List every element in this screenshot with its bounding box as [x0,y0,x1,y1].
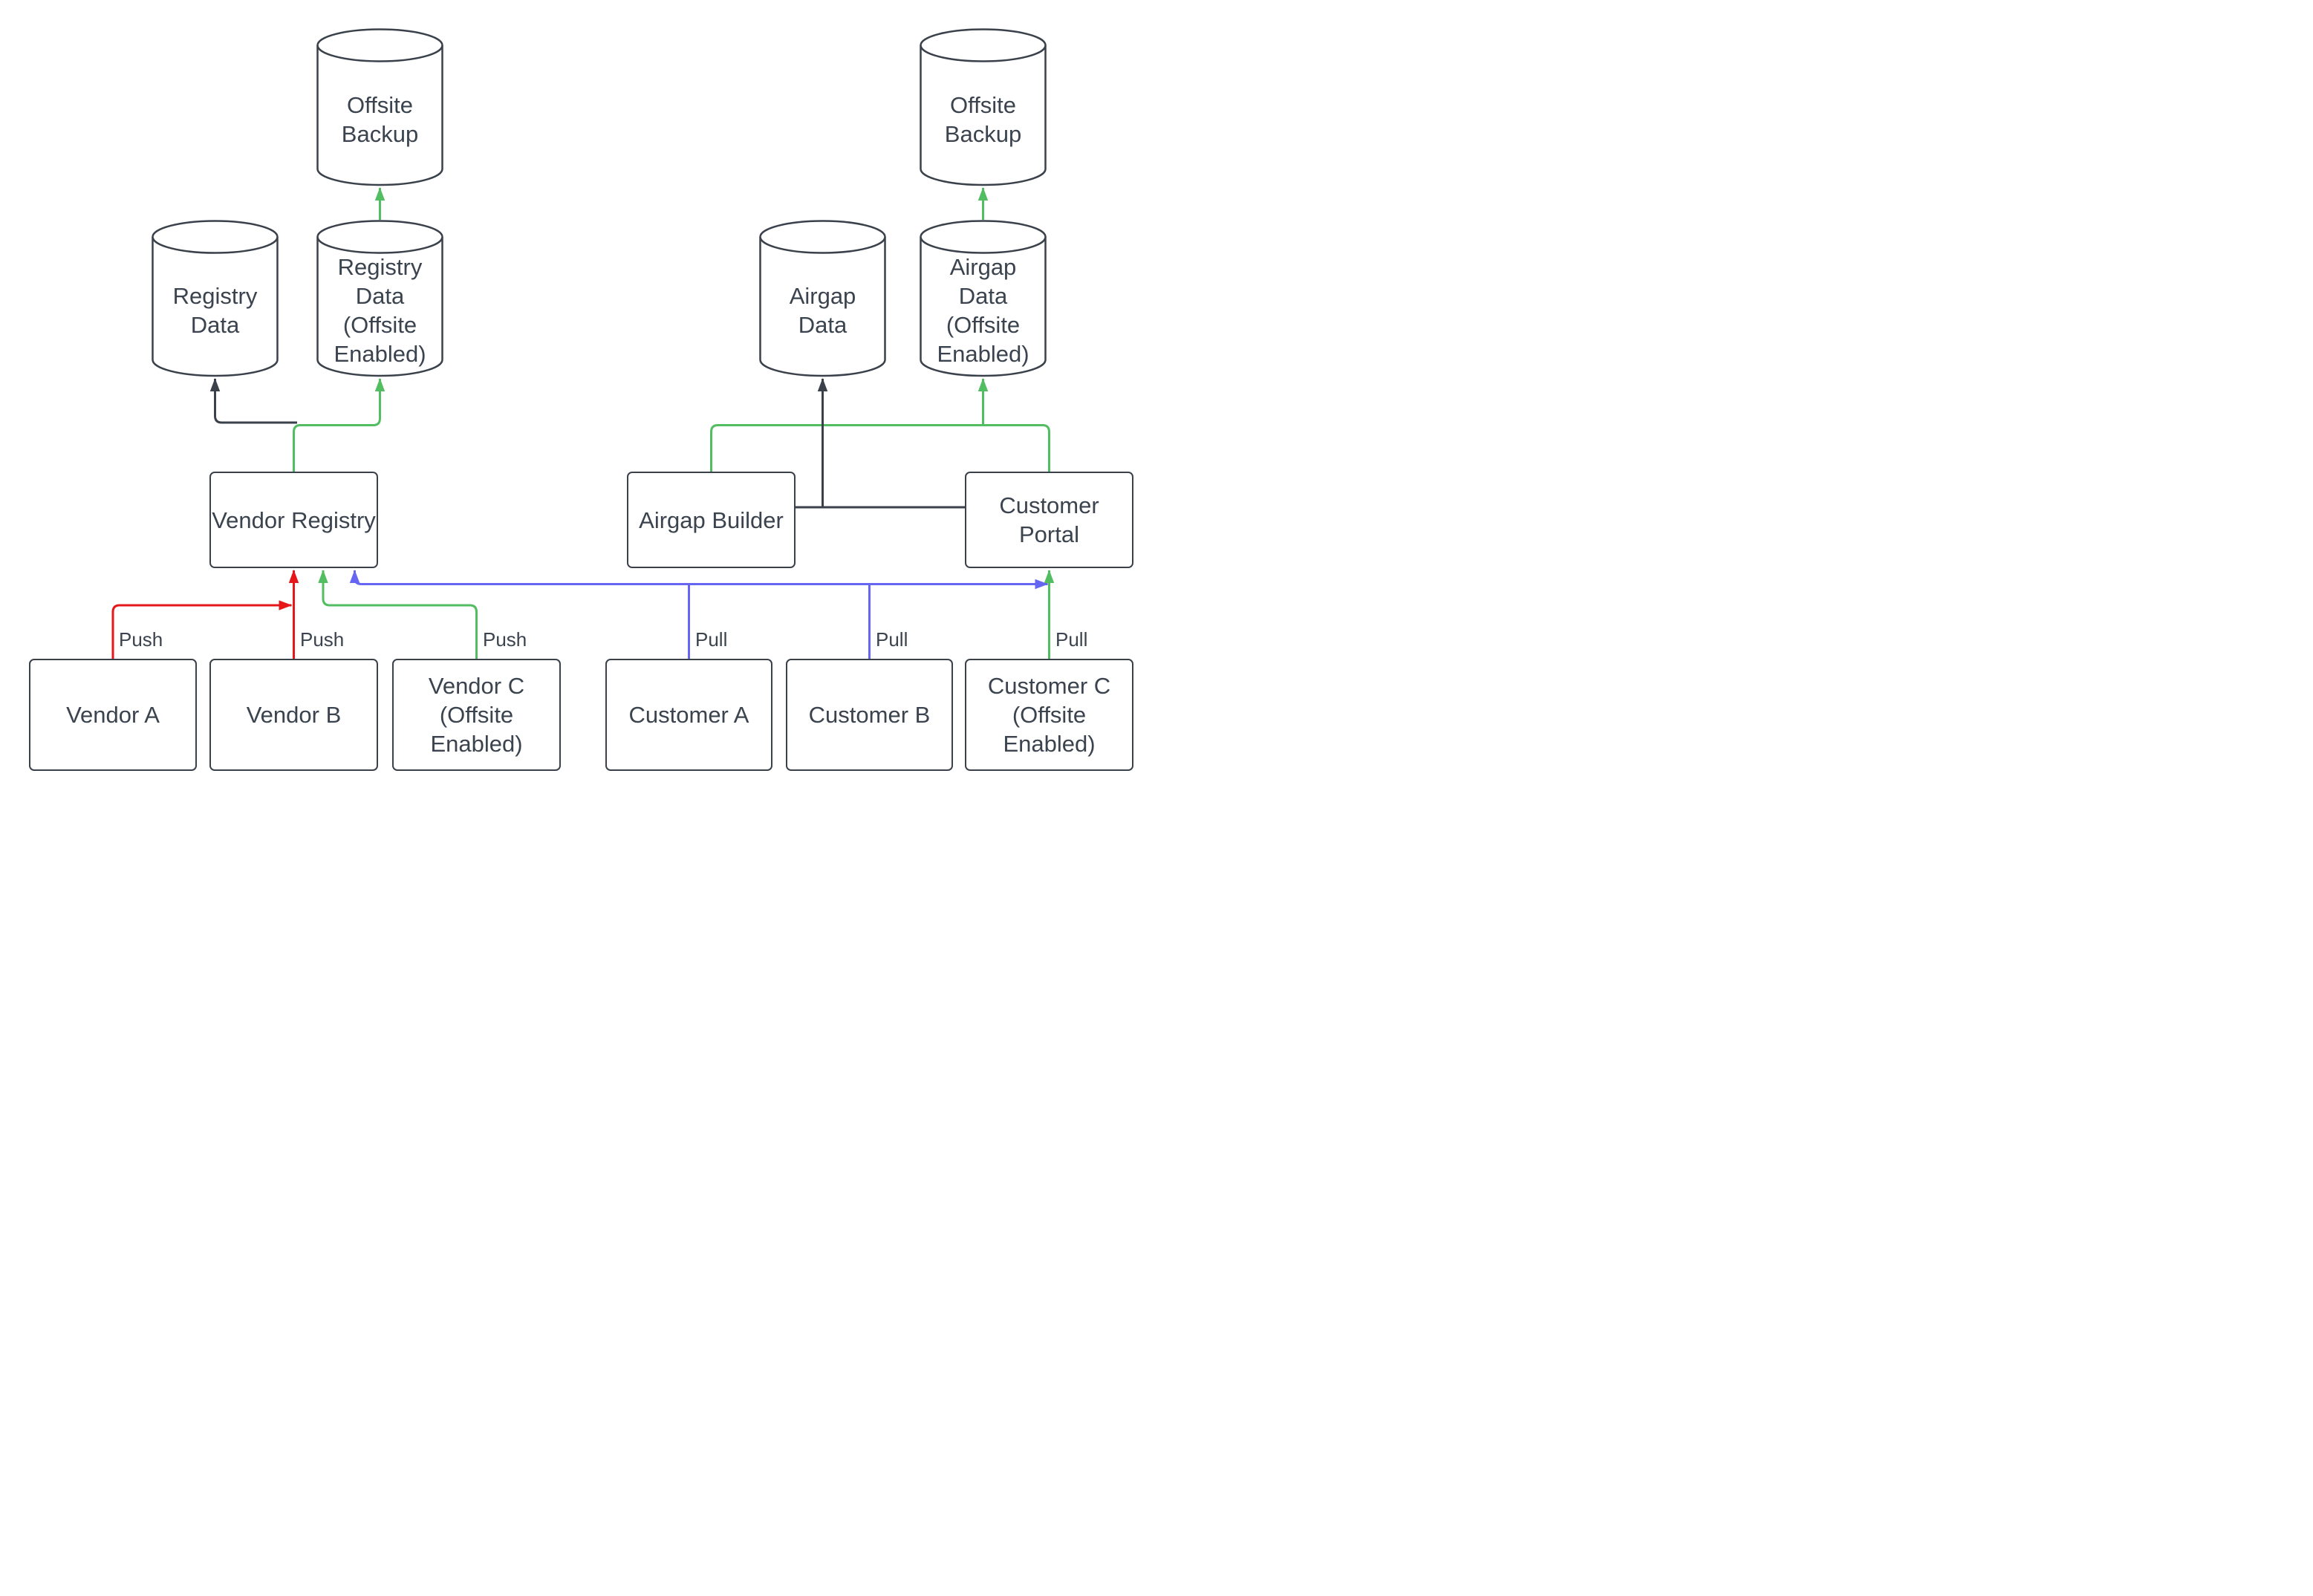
edge-registry-to-registry-data-offsite [293,378,386,472]
edge-registry-to-registry-data [209,378,297,424]
cylinder-shape [316,220,443,377]
node-label: Customer B [808,702,931,728]
node-label: Offsite Backup [944,91,1022,147]
node-label: Customer Portal [999,492,1099,547]
node-offsite-backup-right: Offsite Backup [920,28,1047,186]
edges-layer [111,187,1055,659]
node-registry-data: Registry Data [152,220,279,377]
node-vendor-b: Vendor B [209,659,378,771]
edge-label-pull-customer-c: Pull [1055,628,1088,651]
node-label: Vendor B [246,702,342,728]
node-customer-a: Customer A [605,659,772,771]
edge-airgap-builder-customer-portal-trunk [710,424,1050,472]
node-label: Customer A [628,702,749,728]
node-customer-b: Customer B [786,659,953,771]
node-label: Airgap Data (Offsite Enabled) [937,254,1029,367]
node-customer-portal: Customer Portal [965,472,1133,568]
edge-label-push-vendor-c: Push [483,628,527,651]
cylinder-shape [316,28,443,186]
node-label: Registry Data [172,283,258,338]
edge-label-pull-customer-b: Pull [876,628,908,651]
edge-customers-pull-trunk [349,570,1049,590]
cylinder-shape [920,220,1047,377]
cylinder-shape [920,28,1047,186]
node-registry-data-offsite: Registry Data (Offsite Enabled) [316,220,443,377]
node-label: Offsite Backup [341,91,419,147]
node-airgap-builder: Airgap Builder [627,472,796,568]
node-airgap-data-offsite: Airgap Data (Offsite Enabled) [920,220,1047,377]
node-label: Vendor Registry [212,507,376,533]
edge-label-pull-customer-a: Pull [695,628,728,651]
edge-label-push-vendor-a: Push [119,628,163,651]
node-vendor-c: Vendor C (Offsite Enabled) [392,659,561,771]
node-label: Vendor A [66,702,160,728]
node-label: Registry Data (Offsite Enabled) [334,254,426,367]
node-label: Airgap Builder [639,507,784,533]
node-vendor-registry: Vendor Registry [209,472,378,568]
node-label: Vendor C (Offsite Enabled) [428,673,525,757]
edge-label-push-vendor-b: Push [300,628,345,651]
node-offsite-backup-left: Offsite Backup [316,28,443,186]
diagram-canvas: Offsite Backup Registry Data Registry Da… [0,0,1156,798]
edge-vendor-a-push [111,600,293,659]
node-customer-c: Customer C (Offsite Enabled) [965,659,1133,771]
node-vendor-a: Vendor A [29,659,197,771]
cylinder-shape [152,220,279,377]
edge-vendor-c-push [318,570,478,659]
node-airgap-data: Airgap Data [759,220,886,377]
node-label: Customer C (Offsite Enabled) [987,673,1111,757]
cylinder-shape [759,220,886,377]
node-label: Airgap Data [789,283,856,338]
